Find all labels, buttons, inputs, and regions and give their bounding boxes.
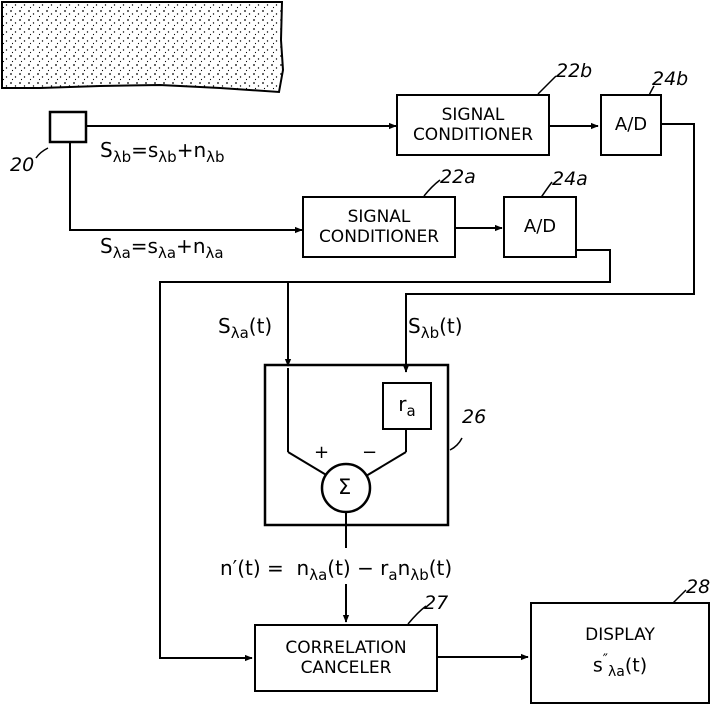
signal-conditioner-b-line2: CONDITIONER: [413, 125, 533, 145]
sum-symbol: Σ: [338, 475, 351, 499]
minus-sign: −: [362, 442, 377, 463]
tissue-region: [2, 2, 283, 92]
scale-factor-block: ra: [382, 382, 432, 430]
equation-sa: Sλa=sλa+nλa: [100, 234, 224, 262]
scale-factor-label: ra: [398, 392, 415, 420]
ad-converter-a-label: A/D: [524, 216, 556, 238]
signal-conditioner-a-line2: CONDITIONER: [319, 227, 439, 247]
sensor-ref-leader: [36, 148, 48, 158]
signal-conditioner-b: SIGNAL CONDITIONER: [396, 94, 550, 156]
signal-conditioner-a: SIGNAL CONDITIONER: [302, 196, 456, 258]
ad-converter-a: A/D: [503, 196, 577, 258]
ref-leader-22b: [538, 76, 556, 94]
correlation-canceler: CORRELATION CANCELER: [254, 624, 438, 692]
ref-20: 20: [10, 154, 34, 176]
correlation-canceler-line2: CANCELER: [301, 658, 392, 678]
ref-27: 27: [424, 592, 448, 614]
display-label: DISPLAY: [585, 625, 655, 645]
signal-conditioner-b-line1: SIGNAL: [442, 105, 505, 125]
wire-ad-a-output: [288, 250, 610, 366]
plus-sign: +: [314, 442, 329, 463]
display-block: DISPLAY s″λa(t): [530, 602, 710, 704]
sensor-box: [50, 112, 86, 142]
ad-converter-b-label: A/D: [615, 114, 647, 136]
signal-sb-t-label: Sλb(t): [408, 314, 463, 342]
display-output: s″λa(t): [593, 652, 647, 681]
ref-22a: 22a: [440, 166, 476, 188]
ref-leader-22a: [424, 180, 440, 196]
ref-26: 26: [462, 406, 486, 428]
ref-24a: 24a: [552, 168, 588, 190]
signal-conditioner-a-line1: SIGNAL: [348, 207, 411, 227]
equation-nprime: n′(t) = nλa(t) − ranλb(t): [220, 556, 452, 584]
equation-sb: Sλb=sλb+nλb: [100, 138, 225, 166]
ad-converter-b: A/D: [600, 94, 662, 156]
ref-24b: 24b: [652, 68, 688, 90]
subtractor-ref-leader: [450, 438, 462, 450]
ref-22b: 22b: [556, 60, 592, 82]
correlation-canceler-line1: CORRELATION: [285, 638, 406, 658]
ref-28: 28: [686, 576, 710, 598]
signal-sa-t-label: Sλa(t): [218, 314, 272, 342]
